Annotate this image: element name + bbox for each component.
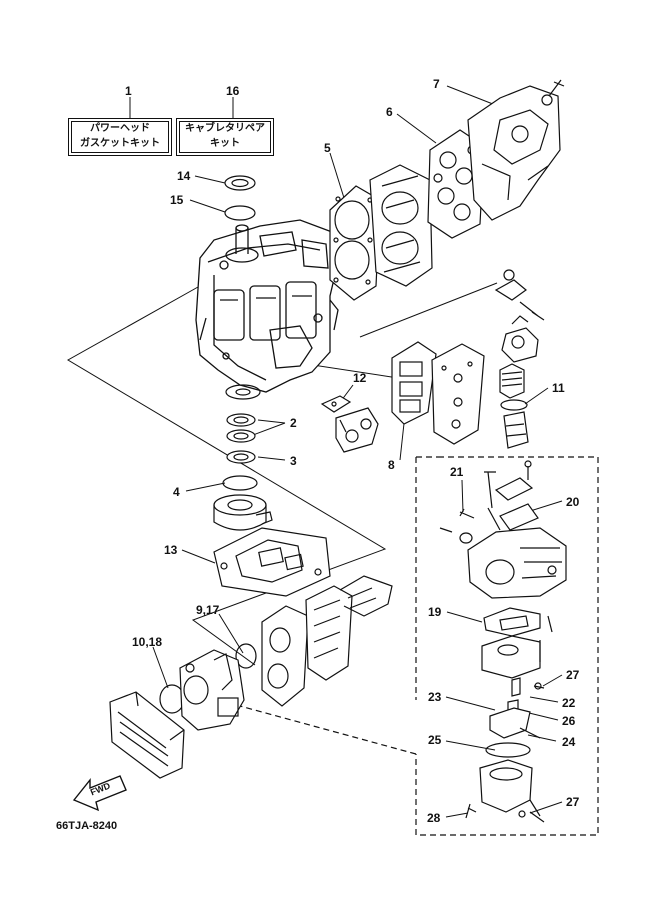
carburetor-repair-kit-box: キャブレタリペア キット <box>176 118 274 156</box>
float-bowl-gasket-19 <box>483 607 553 637</box>
carburetor <box>179 649 245 731</box>
callout-9-17: 9,17 <box>196 603 220 617</box>
callout-11: 11 <box>552 381 565 395</box>
callout-25: 25 <box>428 733 442 747</box>
callout-22: 22 <box>562 696 576 710</box>
carburetor-group-box <box>239 456 599 836</box>
intake-silencer <box>109 691 185 779</box>
powerhead-gasket-kit-box: パワーヘッド ガスケットキット <box>68 118 172 156</box>
o-ring-11 <box>500 399 528 411</box>
callout-19: 19 <box>428 605 442 619</box>
callout-13: 13 <box>164 543 178 557</box>
callout-21: 21 <box>450 465 464 479</box>
intake-gaskets-8 <box>391 341 485 445</box>
cylinder-head <box>369 164 433 287</box>
o-ring-4 <box>222 475 258 491</box>
cylinder-cover-7 <box>467 79 565 221</box>
intake-manifold <box>261 575 393 707</box>
seal-housing <box>213 494 273 531</box>
kit-label-line2: ガスケットキット <box>80 138 160 149</box>
callout-1: 1 <box>125 84 132 98</box>
callout-24: 24 <box>562 735 576 749</box>
callout-23: 23 <box>428 690 442 704</box>
kit-label-line1: パワーヘッド <box>90 123 150 134</box>
exhaust-gasket-13 <box>213 527 331 597</box>
fuel-pump-12 <box>320 395 379 453</box>
screw-21 <box>439 508 475 544</box>
fwd-arrow-shape <box>72 775 127 812</box>
callout-10-18: 10,18 <box>132 635 163 649</box>
callout-12: 12 <box>353 371 367 385</box>
callout-7: 7 <box>433 77 440 91</box>
drawing-code: 66TJA-8240 <box>56 820 118 832</box>
callout-16: 16 <box>226 84 240 98</box>
cylinder-block <box>195 219 339 393</box>
o-ring-15 <box>224 205 256 221</box>
callout-5: 5 <box>324 141 331 155</box>
callout-3: 3 <box>290 454 297 468</box>
callout-15: 15 <box>170 193 184 207</box>
callout-28: 28 <box>427 811 441 825</box>
float-23 <box>489 707 541 739</box>
callout-8: 8 <box>388 458 395 472</box>
drain-bowl <box>479 759 545 823</box>
needle-valve-22 <box>511 677 545 697</box>
oil-seal-14 <box>224 175 256 191</box>
callout-6: 6 <box>386 105 393 119</box>
callout-2: 2 <box>290 416 297 430</box>
leader-lines <box>129 85 563 818</box>
head-gasket-5 <box>329 185 381 301</box>
lower-seals <box>225 384 261 464</box>
callout-27-lower: 27 <box>566 795 580 809</box>
carb-top-plates <box>484 460 539 531</box>
callout-26: 26 <box>562 714 576 728</box>
gasket-25 <box>485 742 531 758</box>
callout-27-upper: 27 <box>566 668 580 682</box>
callout-20: 20 <box>566 495 580 509</box>
callout-4: 4 <box>173 485 180 499</box>
thermostat-parts <box>494 269 545 449</box>
o-ring-9-17 <box>235 643 257 669</box>
callout-14: 14 <box>177 169 191 183</box>
float-chamber <box>481 635 541 679</box>
carburetor-body <box>467 527 567 599</box>
screw-28 <box>465 803 477 819</box>
kit-label-line2: キット <box>210 138 240 149</box>
kit-label-line1: キャブレタリペア <box>185 123 265 134</box>
